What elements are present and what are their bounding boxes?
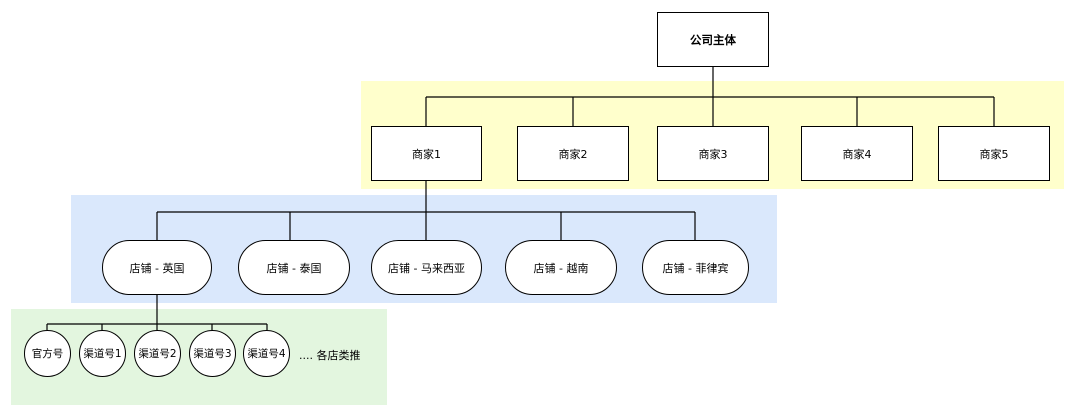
channel-node-1[interactable]: 官方号: [24, 330, 71, 377]
merchant-node-label: 商家2: [558, 147, 588, 161]
store-node-5[interactable]: 店铺 - 菲律宾: [642, 240, 749, 295]
store-node-label: 店铺 - 泰国: [266, 261, 322, 275]
channel-node-3[interactable]: 渠道号2: [134, 330, 181, 377]
root-node-label: 公司主体: [690, 32, 736, 47]
channel-node-label: 渠道号4: [247, 348, 286, 360]
channel-node-label: 渠道号3: [193, 348, 232, 360]
merchant-node-label: 商家4: [842, 147, 872, 161]
store-node-label: 店铺 - 菲律宾: [662, 261, 729, 275]
merchant-node-5[interactable]: 商家5: [938, 126, 1050, 181]
merchant-node-3[interactable]: 商家3: [657, 126, 769, 181]
channel-node-label: 官方号: [31, 348, 64, 360]
store-node-3[interactable]: 店铺 - 马来西亚: [371, 240, 482, 295]
merchant-node-label: 商家1: [412, 147, 441, 161]
store-node-label: 店铺 - 英国: [129, 261, 185, 275]
channel-node-label: 渠道号1: [83, 348, 122, 360]
merchant-node-1[interactable]: 商家1: [371, 126, 482, 181]
store-node-2[interactable]: 店铺 - 泰国: [238, 240, 350, 295]
channel-node-5[interactable]: 渠道号4: [243, 330, 290, 377]
store-node-1[interactable]: 店铺 - 英国: [102, 240, 212, 295]
merchant-node-4[interactable]: 商家4: [801, 126, 913, 181]
root-node[interactable]: 公司主体: [657, 12, 769, 67]
store-node-label: 店铺 - 马来西亚: [388, 261, 465, 275]
merchant-node-label: 商家5: [979, 147, 1009, 161]
channels-more-label: .... 各店类推: [299, 349, 361, 362]
channel-node-4[interactable]: 渠道号3: [189, 330, 236, 377]
merchant-node-2[interactable]: 商家2: [517, 126, 629, 181]
channel-node-2[interactable]: 渠道号1: [79, 330, 126, 377]
store-node-label: 店铺 - 越南: [533, 261, 589, 275]
channel-node-label: 渠道号2: [138, 348, 177, 360]
store-node-4[interactable]: 店铺 - 越南: [505, 240, 617, 295]
merchant-node-label: 商家3: [698, 147, 728, 161]
